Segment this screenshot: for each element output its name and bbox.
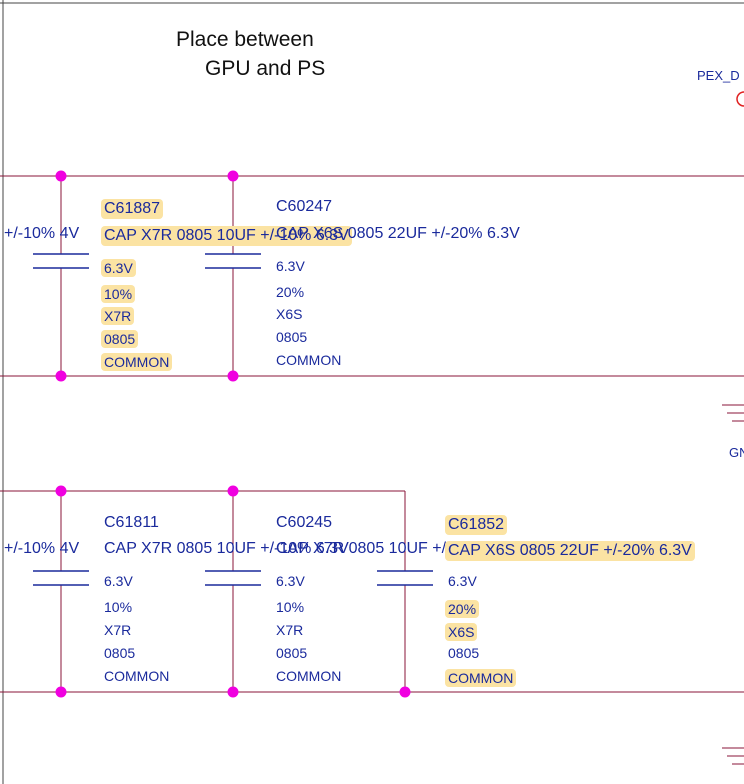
cap-ref-c61811[interactable]: C61811: [104, 514, 159, 531]
capacitor-symbol-c61811[interactable]: [33, 491, 89, 692]
junction-dot: [399, 686, 411, 698]
ground-symbol: [722, 404, 744, 422]
cap-package-c60245: 0805: [276, 645, 308, 661]
cap-package-c60247: 0805: [276, 329, 308, 345]
capacitor-symbol-c60247[interactable]: [205, 176, 261, 376]
cap-ref-c60247[interactable]: C60247: [276, 198, 333, 215]
placement-note-line1: Place between: [176, 28, 314, 51]
cap-tolerance-c61887: 10%: [101, 285, 136, 303]
cap-tolerance-c60247: 20%: [276, 284, 305, 300]
cap-voltage-c61811: 6.3V: [104, 573, 133, 589]
cap-ref-c61887[interactable]: C61887: [101, 199, 164, 219]
cap-value-partial-row2: +/-10% 4V: [4, 540, 80, 557]
cap-value-partial-row1: +/-10% 4V: [4, 225, 80, 242]
cap-dielectric-c60245: X7R: [276, 622, 304, 638]
placement-note-line2: GPU and PS: [205, 57, 326, 80]
cap-dielectric-c61811: X7R: [104, 622, 132, 638]
cap-tolerance-c60245: 10%: [276, 599, 305, 615]
cap-ref-c61852[interactable]: C61852: [445, 515, 508, 535]
junction-dot: [55, 370, 67, 382]
cap-package-c61811: 0805: [104, 645, 136, 661]
cap-type-c60247: COMMON: [276, 352, 342, 368]
cap-package-c61852: 0805: [448, 645, 480, 661]
junction-dot: [227, 686, 239, 698]
cap-voltage-c60247: 6.3V: [276, 258, 305, 274]
cap-value-c60247: CAP X6S 0805 22UF +/-20% 6.3V: [276, 225, 520, 242]
cap-tolerance-c61811: 10%: [104, 599, 133, 615]
junction-dot: [227, 485, 239, 497]
cap-type-c60245: COMMON: [276, 668, 342, 684]
cap-ref-c60245[interactable]: C60245: [276, 514, 333, 531]
cap-type-c61852: COMMON: [445, 669, 517, 687]
junction-dot: [55, 485, 67, 497]
cap-voltage-c61852: 6.3V: [448, 573, 477, 589]
net-label-gnd[interactable]: GN: [729, 445, 744, 460]
ground-symbol: [722, 747, 744, 765]
cap-package-c61887: 0805: [101, 330, 139, 348]
cap-tolerance-c61852: 20%: [445, 600, 480, 618]
cap-dielectric-c61887: X7R: [101, 307, 135, 325]
capacitor-symbol-c60245[interactable]: [205, 491, 261, 692]
cap-value-c61811: CAP X7R 0805 10UF +/-10% 6.3V: [104, 540, 349, 557]
capacitor-symbol-c61852[interactable]: [377, 491, 433, 692]
cap-dielectric-c60247: X6S: [276, 306, 303, 322]
capacitor-symbol-c61887[interactable]: [33, 176, 89, 376]
cap-value-c61852: CAP X6S 0805 22UF +/-20% 6.3V: [445, 541, 695, 561]
junction-dot: [227, 370, 239, 382]
cap-voltage-c61887: 6.3V: [101, 259, 136, 277]
cap-voltage-c60245: 6.3V: [276, 573, 305, 589]
net-probe-marker: [736, 91, 744, 107]
cap-type-c61887: COMMON: [101, 353, 173, 371]
cap-type-c61811: COMMON: [104, 668, 170, 684]
junction-dot: [227, 170, 239, 182]
cap-value-c61887: CAP X7R 0805 10UF +/-10% 6.3V: [101, 226, 352, 246]
junction-dot: [55, 170, 67, 182]
junction-dot: [55, 686, 67, 698]
net-label-pex[interactable]: PEX_D: [697, 68, 740, 83]
cap-dielectric-c61852: X6S: [445, 623, 478, 641]
